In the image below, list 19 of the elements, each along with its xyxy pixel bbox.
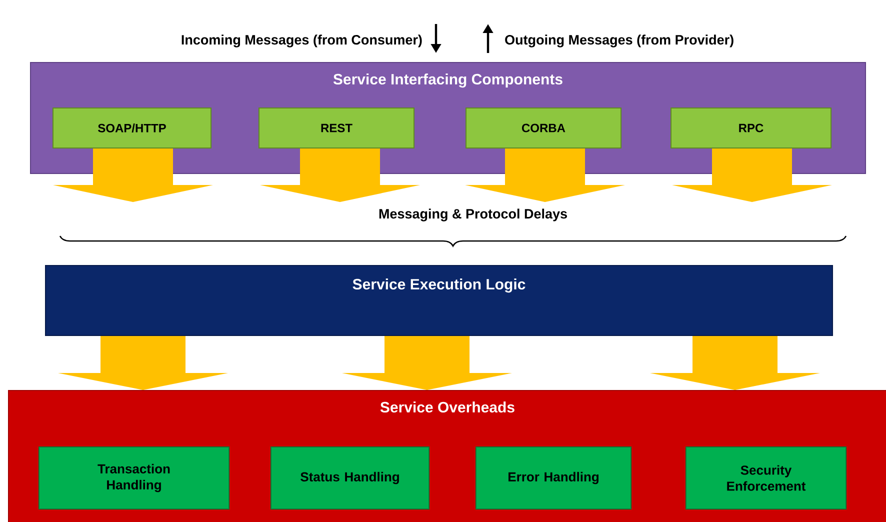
overhead-box: Transaction Handling — [38, 446, 230, 510]
overhead-box: Error Handling — [476, 446, 632, 510]
block-arrow — [650, 336, 820, 390]
block-arrow — [260, 148, 420, 202]
protocol-box: REST — [258, 108, 414, 148]
block-arrow — [672, 148, 832, 202]
block-arrow — [342, 336, 512, 390]
delay-label: Messaging & Protocol Delays — [379, 208, 567, 222]
protocol-box: RPC — [670, 108, 832, 148]
protocol-box: SOAP/HTTP — [52, 108, 212, 148]
message-label: Outgoing Messages (from Provider) — [505, 34, 734, 48]
overhead-box: Security Enforcement — [686, 446, 846, 510]
protocol-box: CORBA — [466, 108, 622, 148]
block-arrow — [465, 148, 625, 202]
logic-band: Service Execution Logic — [45, 265, 833, 336]
message-label: Incoming Messages (from Consumer) — [182, 34, 422, 48]
overhead-box: Status Handling — [270, 446, 430, 510]
block-arrow — [53, 148, 213, 202]
block-arrow — [58, 336, 228, 390]
